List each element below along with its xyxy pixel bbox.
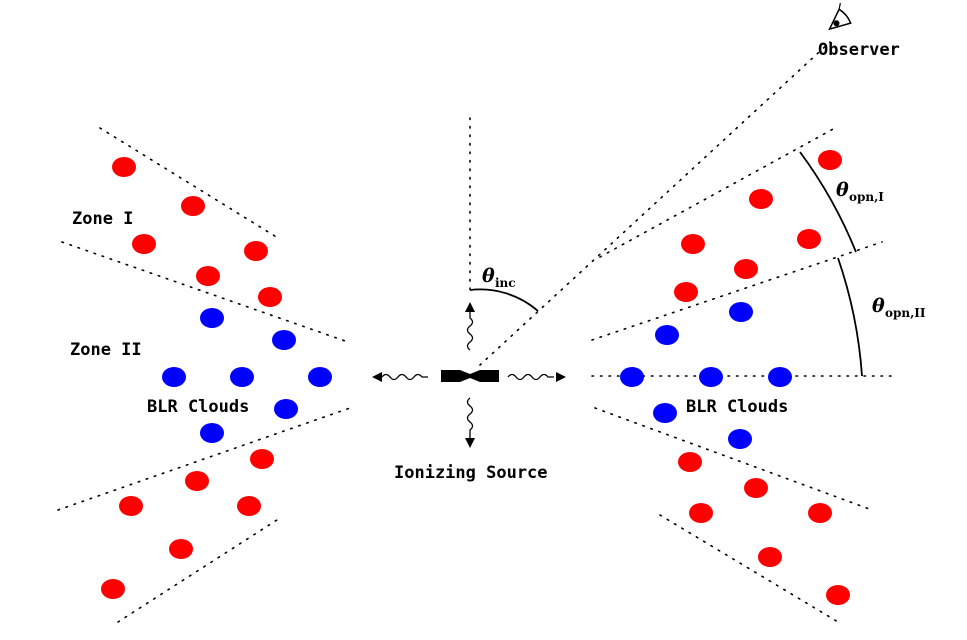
guide-right-lower-1: [659, 514, 839, 623]
zone1-label: Zone I: [72, 209, 133, 229]
zone1-cloud-14: [749, 189, 773, 209]
zone2-cloud-12: [768, 367, 792, 387]
zone2-cloud-2: [272, 330, 296, 350]
zone1-cloud-9: [119, 496, 143, 516]
zone2-cloud-6: [274, 399, 298, 419]
zone1-cloud-10: [237, 496, 261, 516]
zone1-cloud-24: [826, 585, 850, 605]
guide-left-upper-1: [99, 127, 279, 239]
arrow-head-down: [465, 438, 475, 448]
opening-angle-zone1-arc: [799, 151, 857, 253]
theta-opn2-label: θ opn,II: [872, 295, 926, 320]
zone1-cloud-1: [112, 157, 136, 177]
zone1-cloud-13: [818, 150, 842, 170]
zone2-cloud-4: [230, 367, 254, 387]
svg-text:θ: θ: [872, 295, 885, 317]
ionizing-source-label: Ionizing Source: [394, 463, 548, 483]
zone2-cloud-9: [655, 325, 679, 345]
zone1-cloud-21: [689, 503, 713, 523]
wavy-arrow-down: [466, 397, 474, 440]
zone1-cloud-4: [244, 241, 268, 261]
zone1-cloud-19: [678, 452, 702, 472]
svg-text:θ: θ: [836, 179, 849, 201]
dotted-guides: [57, 41, 899, 623]
guide-right-lower-2: [594, 407, 873, 511]
zone2-cloud-5: [308, 367, 332, 387]
guide-left-upper-2: [61, 241, 349, 343]
zone1-cloud-3: [132, 234, 156, 254]
svg-text:opn,I: opn,I: [849, 190, 884, 204]
arrow-head-right: [556, 372, 566, 382]
theta-inc-label: θ inc: [482, 265, 516, 290]
zone1-cloud-15: [681, 234, 705, 254]
zone1-cloud-8: [185, 471, 209, 491]
zone1-cloud-16: [797, 229, 821, 249]
observer-label: Observer: [818, 40, 900, 60]
opening-angle-zone2-arc: [837, 257, 863, 377]
zone2-cloud-7: [200, 423, 224, 443]
zone2-cloud-3: [162, 367, 186, 387]
zone1-cloud-12: [101, 579, 125, 599]
theta-opn1-label: θ opn,I: [836, 179, 884, 204]
zone2-cloud-13: [653, 403, 677, 423]
blr-clouds-left-label: BLR Clouds: [147, 397, 249, 417]
zone2-cloud-11: [699, 367, 723, 387]
wavy-arrow-up: [466, 308, 474, 351]
guide-left-lower-1: [117, 517, 281, 623]
guide-right-upper-1: [599, 127, 836, 258]
eye-icon: [828, 2, 852, 31]
guide-right-upper-2: [591, 241, 883, 341]
zone1-cloud-23: [758, 547, 782, 567]
ionizing-source-icon: [441, 370, 499, 382]
zone1-cloud-7: [250, 449, 274, 469]
arrow-head-up: [465, 302, 475, 312]
svg-text:inc: inc: [495, 276, 516, 290]
blr-clouds-right-label: BLR Clouds: [686, 397, 788, 417]
zone2-cloud-14: [728, 429, 752, 449]
svg-text:opn,II: opn,II: [885, 306, 926, 320]
arrow-head-left: [372, 372, 382, 382]
zone2-cloud-8: [729, 302, 753, 322]
zone1-cloud-11: [169, 539, 193, 559]
zone1-cloud-18: [674, 282, 698, 302]
guide-line-of-sight: [479, 41, 831, 366]
zone2-cloud-10: [620, 367, 644, 387]
radiation-arrows: [372, 302, 566, 448]
zone1-cloud-22: [808, 503, 832, 523]
zone2-label: Zone II: [70, 340, 142, 360]
zone1-cloud-6: [258, 287, 282, 307]
zone1-cloud-17: [734, 259, 758, 279]
zone2-cloud-1: [200, 308, 224, 328]
guide-left-lower-2: [57, 407, 351, 511]
zone2-clouds: [162, 302, 792, 449]
svg-text:θ: θ: [482, 265, 495, 287]
wavy-arrow-left: [381, 373, 428, 381]
zone1-clouds: [101, 150, 850, 605]
zone1-cloud-5: [196, 266, 220, 286]
zone1-cloud-2: [181, 196, 205, 216]
inclination-angle-arc: [469, 288, 539, 312]
zone1-cloud-20: [744, 478, 768, 498]
wavy-arrow-right: [507, 373, 554, 381]
